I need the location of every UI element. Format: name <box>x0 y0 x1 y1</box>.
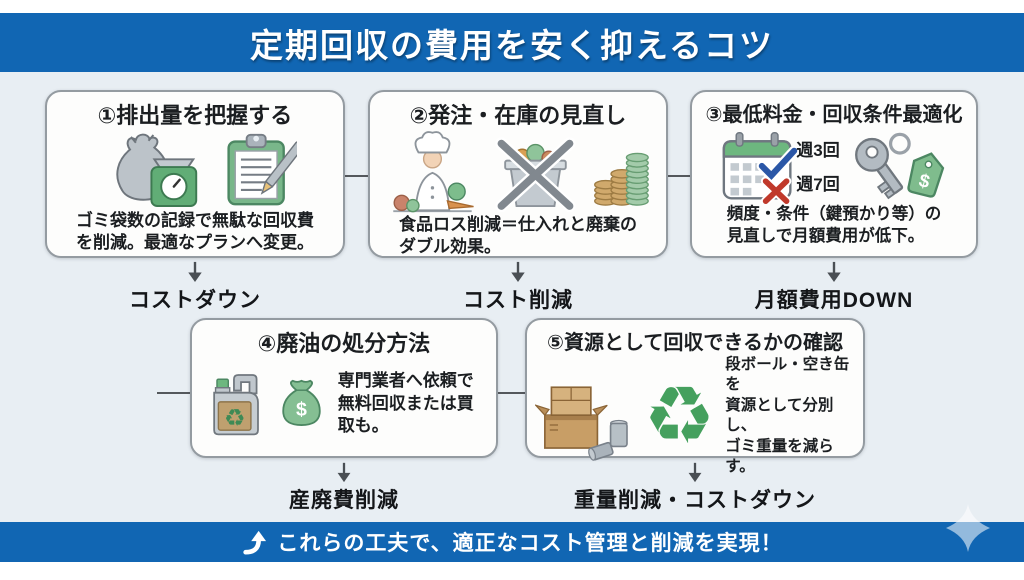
connector-box1-box2 <box>345 175 368 177</box>
step-2-body: 食品ロス削減＝仕入れと廃棄の ダブル効果。 <box>399 215 637 257</box>
outcome-label-1: コストダウン <box>129 289 261 312</box>
coin-stacks-icon <box>594 152 649 206</box>
oil-can-recycle-icon: ♻ <box>213 374 259 436</box>
step-3-body: 頻度・条件（鍵預かり等）の 見直しで月額費用が低下。 <box>726 205 942 246</box>
page-title: 定期回収の費用を安く抑えるコツ <box>249 26 774 64</box>
down-arrow-icon <box>368 260 668 283</box>
calendar-options: 週3回 週7回 <box>796 136 839 195</box>
trash-bag-and-scale-icon <box>116 133 198 208</box>
outcome-label-3: 月額費用DOWN <box>754 289 914 312</box>
cardboard-boxes-cans-icon <box>535 386 628 462</box>
step-card-4: ④廃油の処分方法 ♻ $ 専門業者へ依頼で 無料回収または買取も。 <box>190 318 498 458</box>
connector-box2-box3 <box>668 175 690 177</box>
step-1-body: ゴミ袋数の記録で無駄な回収費 を削減。最適なプランへ変更。 <box>76 211 314 253</box>
clipboard-pen-icon <box>227 133 297 206</box>
recycle-symbol-icon: ♻ <box>643 369 716 463</box>
bag-dollar-sign: $ <box>296 399 307 421</box>
outcome-label-2: コスト削減 <box>463 289 573 312</box>
step-card-2: ②発注・在庫の見直し <box>368 90 668 258</box>
footer-message: これらの工夫で、適正なコスト管理と削減を実現！ <box>277 532 783 555</box>
nav-diamond-icon[interactable] <box>946 504 990 552</box>
footer-bar: これらの工夫で、適正なコスト管理と削減を実現！ <box>0 522 1024 562</box>
key-price-tag-icon: $ <box>854 132 945 200</box>
step-2-title: ②発注・在庫の見直し <box>409 103 627 128</box>
step-card-3: ③最低料金・回収条件最適化 <box>690 90 978 258</box>
connector-left-stub <box>157 392 190 394</box>
down-arrow-icon <box>690 260 978 283</box>
discarded-food-crossed-icon <box>495 137 576 212</box>
header-bar: 定期回収の費用を安く抑えるコツ <box>0 13 1024 72</box>
week3-label: 週3回 <box>796 141 840 161</box>
step-4-body: 専門業者へ依頼で 無料回収または買取も。 <box>337 371 474 436</box>
money-bag-icon: $ <box>282 379 321 426</box>
step-3-title: ③最低料金・回収条件最適化 <box>705 104 963 126</box>
option-week3: 週3回 <box>796 136 839 161</box>
option-week7: 週7回 <box>796 170 839 195</box>
step-5-body: 段ボール・空き缶を 資源として分別し、 ゴミ重量を減らす。 <box>725 356 850 476</box>
jug-recycle-glyph: ♻ <box>224 404 246 432</box>
calendar-check-cross-icon <box>722 131 800 204</box>
curved-up-arrow-icon <box>243 530 267 555</box>
down-arrow-icon <box>190 461 498 483</box>
week7-label: 週7回 <box>796 175 840 195</box>
outcome-label-5: 重量削減・コストダウン <box>574 489 816 512</box>
down-arrow-icon <box>45 260 345 283</box>
connector-box4-box5 <box>498 392 525 394</box>
down-arrow-icon <box>525 461 865 483</box>
outcome-label-4: 産廃費削減 <box>289 489 399 512</box>
step-5-title: ⑤資源として回収できるかの確認 <box>547 332 843 354</box>
step-1-title: ①排出量を把握する <box>97 103 293 128</box>
step-4-title: ④廃油の処分方法 <box>257 331 431 356</box>
step-card-1: ①排出量を把握する ゴミ袋数の記録で無 <box>45 90 345 258</box>
chef-icon <box>393 131 474 213</box>
step-card-5: ⑤資源として回収できるかの確認 ♻ 段ボール・空き缶を 資源として分別し、 ゴミ… <box>525 318 865 475</box>
